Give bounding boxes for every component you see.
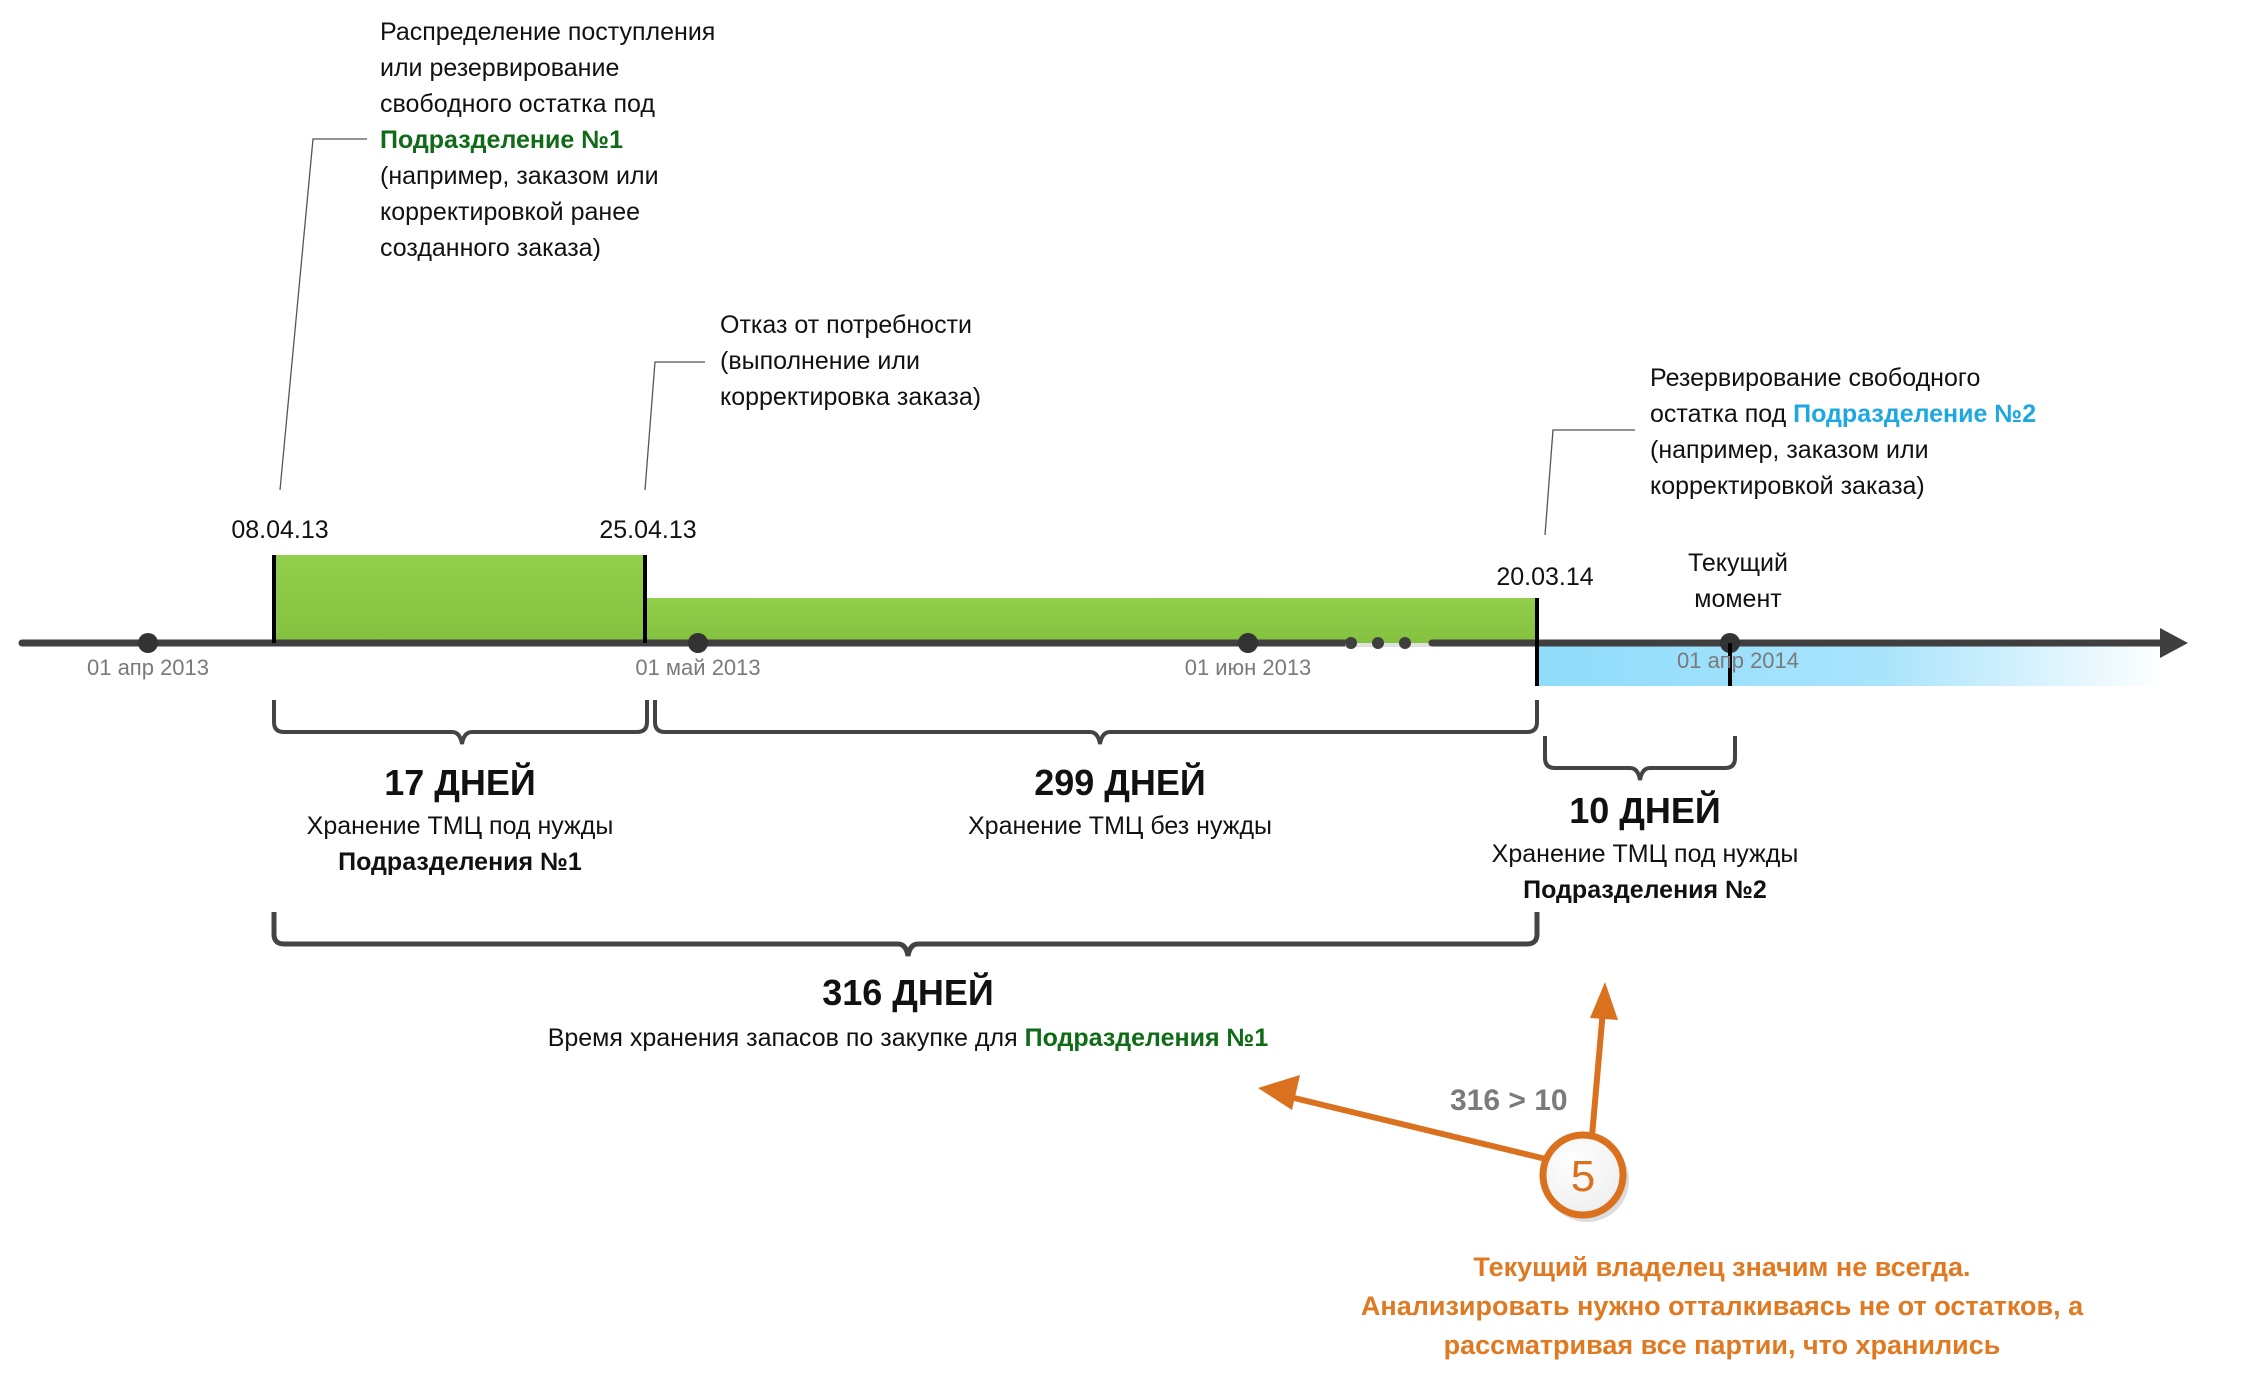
period-division: Подразделения №1 bbox=[338, 848, 582, 876]
brace-10-days bbox=[1543, 736, 1737, 781]
tick-dot bbox=[138, 633, 158, 653]
note-refusal: Отказ от потребности (выполнение или кор… bbox=[720, 307, 981, 415]
note-reservation: Резервирование свободного остатка под По… bbox=[1650, 360, 2036, 504]
step-number: 5 bbox=[1570, 1152, 1596, 1201]
ellipsis-dot bbox=[1399, 637, 1411, 649]
arrow-head-up-icon bbox=[1590, 982, 1618, 1020]
arrow-to-division2 bbox=[1589, 1009, 1606, 1137]
total-days: 316 ДНЕЙ bbox=[822, 972, 994, 1013]
note-line: остатка под Подразделение №2 bbox=[1650, 396, 2036, 432]
event-date: 25.04.13 bbox=[599, 516, 697, 544]
current-moment-label: Текущий момент bbox=[1688, 545, 1788, 617]
bar-division1-period bbox=[274, 555, 645, 643]
axis-tick-label: 01 апр 2014 bbox=[1676, 648, 1800, 673]
period-days: 10 ДНЕЙ bbox=[1569, 790, 1721, 831]
total-caption: Время хранения запасов по закупке для По… bbox=[548, 1024, 1269, 1053]
note-line: (выполнение или bbox=[720, 347, 920, 375]
timeline-arrowhead-icon bbox=[2160, 628, 2188, 658]
event-date: 08.04.13 bbox=[231, 516, 329, 544]
note-line: свободного остатка под bbox=[380, 90, 655, 118]
note-line: созданного заказа) bbox=[380, 234, 601, 262]
ellipsis-dot bbox=[1345, 637, 1357, 649]
step-marker bbox=[1539, 1131, 1627, 1219]
period-days: 299 ДНЕЙ bbox=[1034, 762, 1206, 803]
conclusion-text: Текущий владелец значим не всегда. Анали… bbox=[1361, 1248, 2083, 1365]
arrow-head-left-icon bbox=[1258, 1075, 1300, 1110]
note-line: корректировка заказа) bbox=[720, 383, 982, 411]
tick-dot bbox=[688, 633, 708, 653]
division2-label: Подразделение №2 bbox=[1793, 400, 2037, 428]
conclusion-line: рассматривая все партии, что хранились bbox=[1443, 1330, 2001, 1360]
brace-17-days bbox=[272, 700, 649, 745]
period-caption: Хранение ТМЦ под нужды bbox=[1491, 840, 1799, 868]
note-line: корректировкой ранее bbox=[380, 198, 641, 226]
note-distribution: Распределение поступления или резервиров… bbox=[380, 14, 715, 266]
axis-tick-label: 01 июн 2013 bbox=[1184, 655, 1312, 680]
axis-tick-label: 01 май 2013 bbox=[635, 655, 761, 680]
brace-316-days bbox=[271, 912, 1540, 957]
period-days: 17 ДНЕЙ bbox=[384, 762, 536, 803]
brace-299-days bbox=[653, 700, 1539, 745]
note-line: (например, заказом или bbox=[1650, 436, 1929, 464]
arrow-to-total bbox=[1289, 1094, 1551, 1163]
ellipsis-dot bbox=[1372, 637, 1384, 649]
division1-label: Подразделение №1 bbox=[380, 126, 624, 154]
axis-tick-label: 01 апр 2013 bbox=[86, 655, 210, 680]
conclusion-line: Текущий владелец значим не всегда. bbox=[1473, 1252, 1971, 1282]
bar-idle-period bbox=[645, 598, 1537, 643]
note-line: корректировкой заказа) bbox=[1650, 472, 1925, 500]
bar-division2-period bbox=[1537, 646, 2167, 686]
period-caption: Хранение ТМЦ без нужды bbox=[967, 812, 1273, 840]
note-line: или резервирование bbox=[380, 54, 620, 82]
leader-line-distribution bbox=[279, 138, 367, 491]
note-line: Распределение поступления bbox=[380, 18, 716, 46]
leader-line-refusal bbox=[644, 361, 705, 491]
note-text: остатка под bbox=[1650, 400, 1794, 428]
period-caption: Хранение ТМЦ под нужды bbox=[306, 812, 614, 840]
conclusion-line: Анализировать нужно отталкиваясь не от о… bbox=[1360, 1291, 2084, 1321]
current-moment-line: момент bbox=[1694, 585, 1782, 613]
comparison-label: 316 > 10 bbox=[1450, 1084, 1568, 1117]
period-division: Подразделения №2 bbox=[1523, 876, 1767, 904]
note-line: Резервирование свободного bbox=[1650, 364, 1981, 392]
division1-label: Подразделения №1 bbox=[1024, 1024, 1269, 1052]
note-line: (например, заказом или bbox=[380, 162, 659, 190]
event-date: 20.03.14 bbox=[1496, 563, 1594, 591]
leader-line-reservation bbox=[1544, 429, 1635, 536]
total-caption-text: Время хранения запасов по закупке для bbox=[547, 1024, 1025, 1052]
note-line: Отказ от потребности bbox=[720, 311, 972, 339]
current-moment-line: Текущий bbox=[1688, 549, 1788, 577]
tick-dot bbox=[1238, 633, 1258, 653]
